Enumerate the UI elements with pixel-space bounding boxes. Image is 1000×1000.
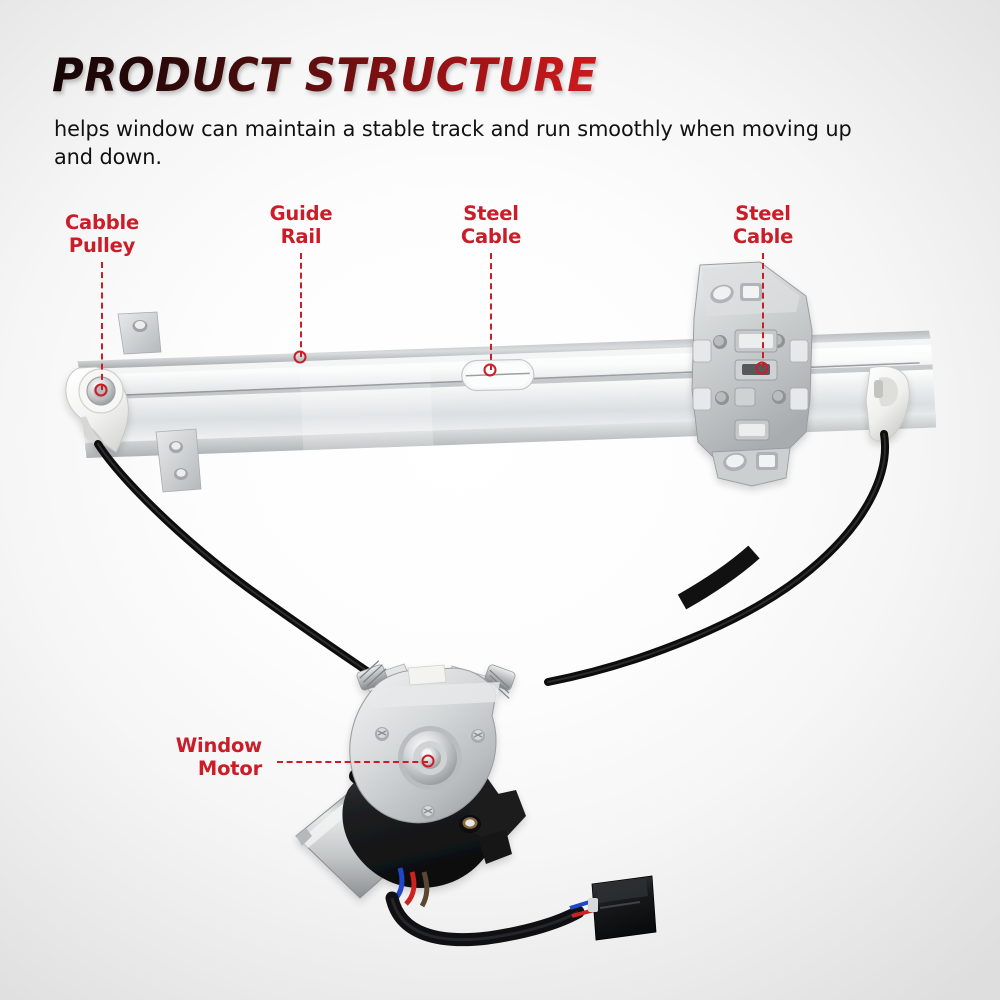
page-subtitle: helps window can maintain a stable track… <box>54 117 852 171</box>
page-title: PRODUCT STRUCTURE <box>52 52 898 98</box>
leader-dot-window-motor <box>421 754 435 768</box>
window-motor-assembly <box>295 660 526 899</box>
motor-drum-cover <box>349 667 500 824</box>
leader-line-steel-cable-right <box>762 253 764 368</box>
leader-dot-cabble-pulley <box>94 383 108 397</box>
rail-access-slot <box>461 358 535 392</box>
callout-label-window-motor: Window Motor <box>175 734 262 780</box>
callout-label-guide-rail: Guide Rail <box>269 202 333 248</box>
steel-cable-right <box>544 430 889 686</box>
callout-label-steel-cable-left: Steel Cable <box>460 202 522 248</box>
wiring-connector <box>588 875 657 941</box>
leader-dot-steel-cable-left <box>483 363 497 377</box>
wiring-harness <box>385 867 657 947</box>
leader-dot-steel-cable-right <box>755 361 769 375</box>
rail-end-cap-right <box>865 366 910 442</box>
leader-line-window-motor <box>277 761 428 763</box>
guide-rail-assembly <box>65 261 937 493</box>
header-block: PRODUCT STRUCTURE helps window can maint… <box>52 52 952 173</box>
leader-line-steel-cable-left <box>490 253 492 370</box>
mounting-tab-upper-left <box>117 311 162 355</box>
leader-line-cabble-pulley <box>101 262 103 390</box>
leader-dot-guide-rail <box>293 350 307 364</box>
steel-cable-left <box>94 440 384 684</box>
callout-label-steel-cable-right: Steel Cable <box>732 202 794 248</box>
motor-top-tab <box>407 664 447 686</box>
window-carrier-bracket <box>691 261 813 487</box>
mounting-tab-lower-left <box>155 428 202 493</box>
leader-line-guide-rail <box>300 253 302 357</box>
cable-pulley <box>65 366 129 453</box>
callout-label-cabble-pulley: Cabble Pulley <box>64 211 140 257</box>
